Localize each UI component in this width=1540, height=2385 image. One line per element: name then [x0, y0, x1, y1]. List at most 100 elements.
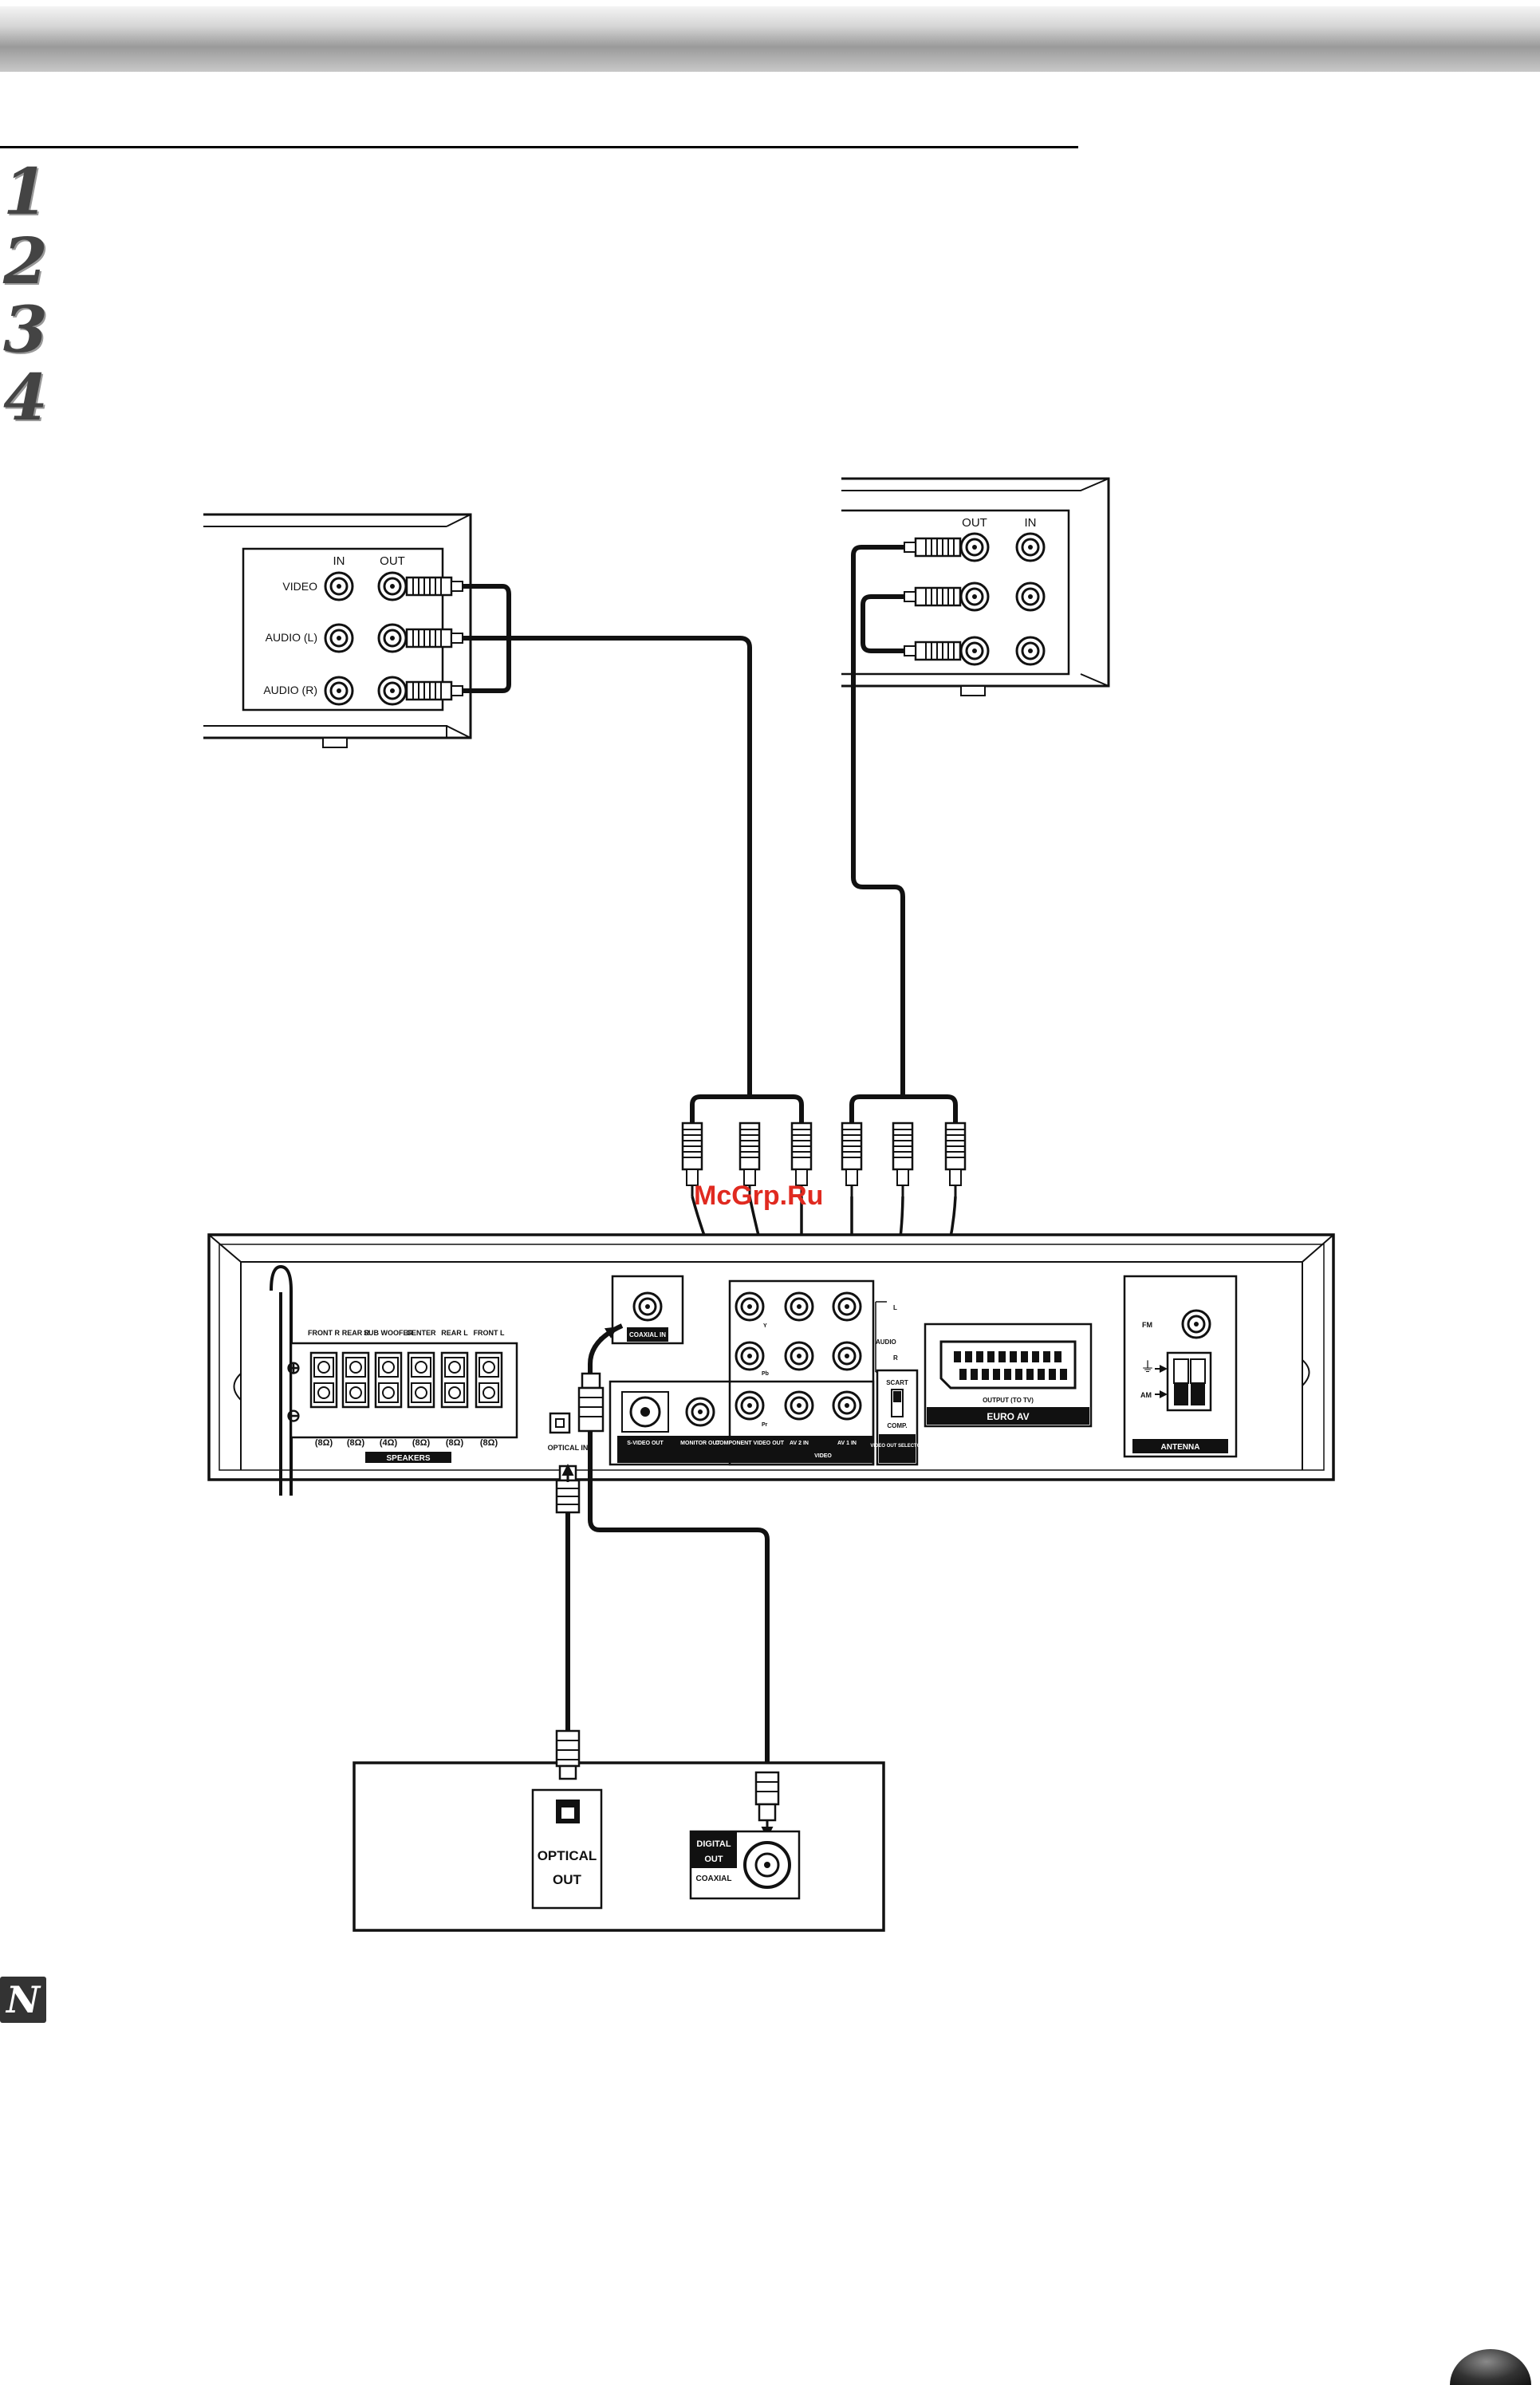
vcr-right-video-out-jack: [959, 532, 990, 562]
watermark: McGrp.Ru: [694, 1181, 823, 1211]
vcr-right-audio-r-in-jack: [1015, 636, 1046, 666]
scart-pin: [1010, 1351, 1017, 1362]
speaker-imp-rear-r: (8Ω): [347, 1438, 365, 1448]
scart-pin: [998, 1351, 1006, 1362]
vcr-left-audio-l-label: AUDIO (L): [266, 631, 317, 644]
av2-audio-r-jack: [784, 1341, 814, 1371]
av1-video-jack: [832, 1390, 862, 1421]
scart-pin: [1032, 1351, 1039, 1362]
vcr-cables: [463, 545, 958, 1133]
speaker-terminal-center: [407, 1351, 435, 1409]
fm-antenna-jack: [1181, 1309, 1211, 1339]
section-rule: [0, 146, 1078, 148]
component-out-label: COMPONENT VIDEO OUT: [715, 1441, 785, 1446]
av2-in-label: AV 2 IN: [790, 1441, 809, 1446]
coaxial-in-label: COAXIAL IN: [629, 1331, 666, 1338]
vcr-left-audio-r-in-jack: [324, 676, 354, 706]
vcr-left-audio-l-out-jack: [377, 623, 408, 653]
digital-out-label-bg: [691, 1831, 737, 1868]
scart-pin: [993, 1369, 1000, 1380]
speaker-imp-front-l: (8Ω): [480, 1438, 498, 1448]
video-label: VIDEO: [814, 1453, 832, 1459]
vcr-left-out-label: OUT: [380, 554, 405, 568]
speaker-terminal-front-l: [475, 1351, 503, 1409]
scart-connector: [939, 1340, 1077, 1390]
scart-pin: [1026, 1369, 1034, 1380]
output-to-tv-label: OUTPUT (TO TV): [983, 1397, 1034, 1404]
av1-audio-r-jack: [832, 1341, 862, 1371]
scart-pin: [971, 1369, 978, 1380]
audio-label: AUDIO: [876, 1338, 896, 1346]
am-label: AM: [1140, 1391, 1152, 1399]
step-number-1: 1: [3, 154, 48, 229]
component-y-jack: [735, 1291, 765, 1322]
scart-pin: [982, 1369, 989, 1380]
speaker-col-front-l: FRONT L: [474, 1329, 505, 1337]
vcr-right-out-label: OUT: [962, 516, 987, 530]
component-and-av-block: [728, 1279, 875, 1466]
speakers-label-bg: [365, 1452, 451, 1463]
speaker-terminal-front-r: [309, 1351, 338, 1409]
speaker-col-rear-l: REAR L: [441, 1329, 468, 1337]
speaker-terminal-rear-r: [341, 1351, 370, 1409]
speaker-imp-rear-l: (8Ω): [446, 1438, 464, 1448]
optical-plug-source-side: [555, 1729, 581, 1780]
optical-in-port-inner: [555, 1418, 565, 1428]
vcr-right-audio-r-out-jack: [959, 636, 990, 666]
speaker-terminal-rear-l: [440, 1351, 469, 1409]
coaxial-in-label-bg: [627, 1327, 668, 1342]
vcr-left-in-label: IN: [333, 554, 345, 568]
selector-switch-knob: [893, 1391, 901, 1402]
euro-av-label: EURO AV: [987, 1411, 1029, 1422]
audio-l-label: L: [893, 1304, 897, 1311]
minus-sign: ⊖: [286, 1405, 301, 1425]
scart-pin: [1043, 1351, 1050, 1362]
speaker-col-front-r: FRONT R: [308, 1329, 340, 1337]
coaxial-label: COAXIAL: [696, 1874, 732, 1883]
av2-video-jack: [784, 1390, 814, 1421]
svideo-out-label: S-VIDEO OUT: [627, 1441, 664, 1446]
audio-r-label: R: [893, 1354, 898, 1362]
comp-label: COMP.: [887, 1422, 907, 1429]
step-number-3: 3: [3, 292, 48, 367]
rca-plug-5: [892, 1122, 914, 1198]
vcr-left-audio-r-label: AUDIO (R): [263, 684, 317, 696]
selector-label-bg: [879, 1434, 916, 1463]
note-icon: N: [0, 1977, 46, 2023]
speaker-terminal-subwoofer: [374, 1351, 403, 1409]
component-pr-label: Pr: [762, 1422, 768, 1428]
component-y-label: Y: [763, 1323, 767, 1329]
speaker-imp-front-r: (8Ω): [315, 1438, 333, 1448]
scart-pin: [1015, 1369, 1022, 1380]
rca-plug-4: [841, 1122, 863, 1198]
vcr-right-audio-l-in-jack: [1015, 581, 1046, 612]
vcr-right-video-in-jack: [1015, 532, 1046, 562]
vcr-left-video-label: VIDEO: [282, 580, 317, 593]
monitor-out-label: MONITOR OUT: [680, 1441, 720, 1446]
step-number-2: 2: [3, 223, 48, 298]
header-band: [0, 6, 1540, 72]
step-number-4: 4: [3, 360, 48, 435]
scart-pin: [1038, 1369, 1045, 1380]
fm-label: FM: [1142, 1321, 1152, 1329]
vcr-right-in-label: IN: [1025, 516, 1037, 530]
antenna-label-bg: [1132, 1439, 1228, 1453]
scart-pin: [987, 1351, 995, 1362]
digital-out-label-2: OUT: [704, 1855, 723, 1864]
video-labels-bar: [617, 1436, 872, 1463]
ground-icon: ⏚: [1140, 1359, 1155, 1375]
av1-in-label: AV 1 IN: [837, 1441, 857, 1446]
scart-pin: [1054, 1351, 1061, 1362]
speaker-col-subwoofer: SUB WOOFER: [364, 1329, 413, 1337]
monitor-out-jack: [685, 1397, 715, 1427]
scart-pin: [954, 1351, 961, 1362]
speaker-col-center: CENTER: [406, 1329, 436, 1337]
coaxial-in-jack: [632, 1291, 663, 1322]
speaker-col-rear-r: REAR R: [342, 1329, 370, 1337]
scart-pin: [1004, 1369, 1011, 1380]
vcr-right-audio-l-out-jack: [959, 581, 990, 612]
vcr-left-audio-l-in-jack: [324, 623, 354, 653]
digital-out-label-1: DIGITAL: [696, 1839, 731, 1849]
rca-plug-6: [944, 1122, 967, 1198]
